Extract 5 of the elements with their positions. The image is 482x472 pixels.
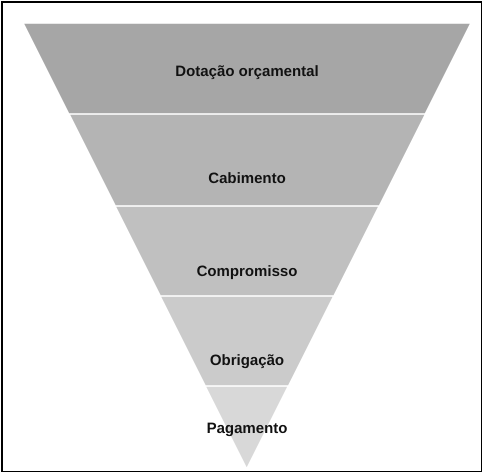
stage-label: Pagamento [206, 420, 288, 436]
stage-label: Compromisso [196, 262, 298, 280]
stage-label: Dotação orçamental [175, 62, 319, 80]
stage-label: Cabimento [208, 170, 286, 186]
stage-label: Obrigação [210, 352, 284, 368]
